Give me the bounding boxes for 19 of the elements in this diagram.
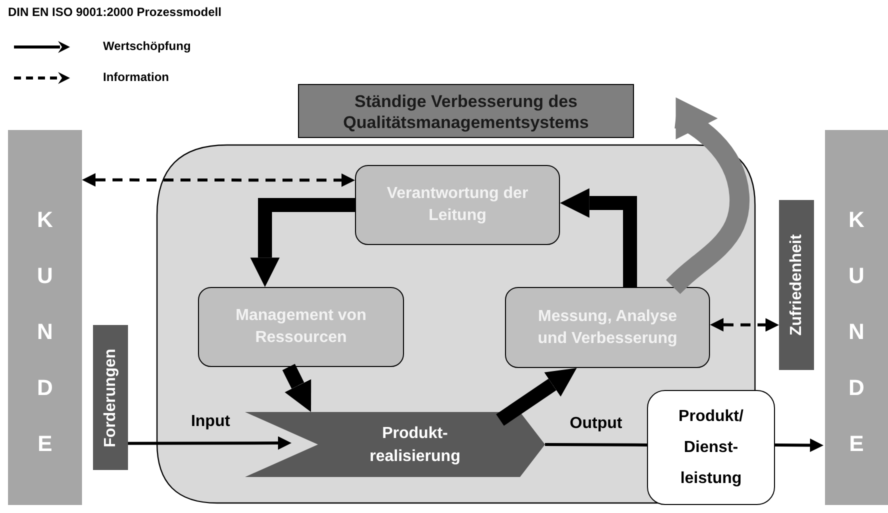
- process-box: [355, 165, 560, 245]
- vertical-label: Forderungen: [102, 348, 120, 447]
- customer-label: KUNDE: [848, 206, 866, 458]
- legend-label: Information: [103, 70, 169, 84]
- output-label: Produkt/ Dienst- leistung: [678, 407, 744, 489]
- improvement-banner: [298, 84, 634, 138]
- customer-label: KUNDE: [36, 206, 54, 458]
- customer-bar: [8, 130, 82, 505]
- satisfaction-bar: [779, 200, 814, 370]
- legend-label: Wertschöpfung: [103, 39, 191, 53]
- process-label: Produkt- realisierung: [368, 424, 462, 467]
- output-box: [647, 390, 775, 505]
- process-box: [198, 287, 404, 367]
- process-box: [505, 287, 710, 368]
- customer-bar: [825, 130, 888, 505]
- vertical-label: Zufriedenheit: [788, 234, 806, 336]
- banner-label: Ständige Verbesserung des Qualitätsmanagementsystems: [342, 91, 590, 133]
- diagram-title: DIN EN ISO 9001:2000 Prozessmodell: [8, 5, 222, 19]
- requirements-bar: [93, 325, 128, 470]
